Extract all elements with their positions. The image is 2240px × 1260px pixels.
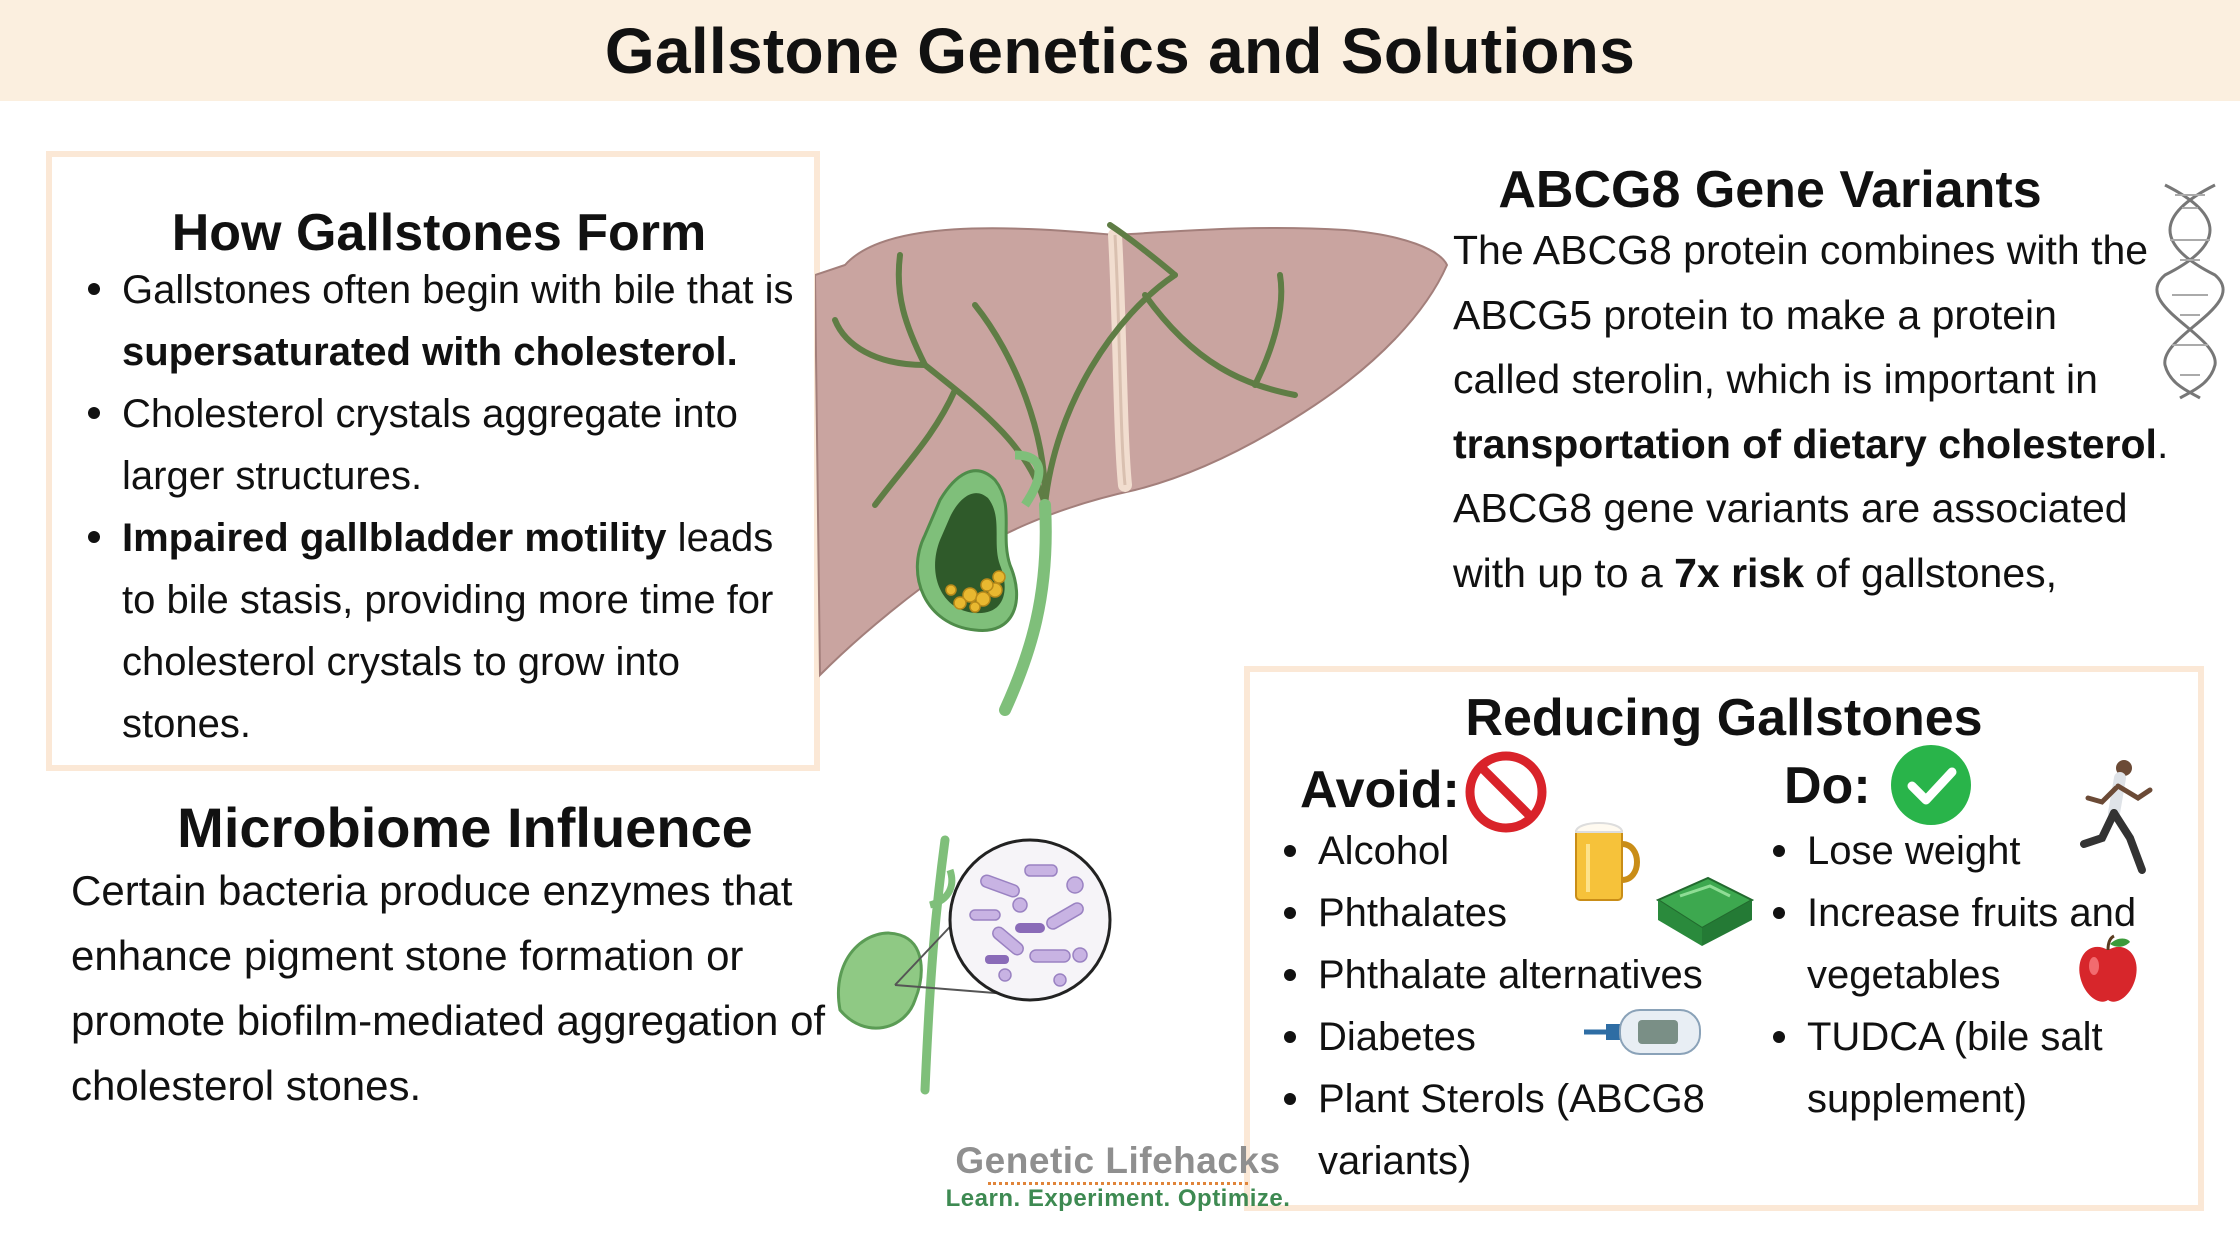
avoid-heading: Avoid:: [1300, 761, 1460, 819]
reducing-gallstones-title: Reducing Gallstones: [1465, 689, 1983, 747]
liver-gallbladder-illustration: [815, 222, 1449, 716]
avoid-item-diabetes: Diabetes: [1270, 1006, 1730, 1068]
abcg8-description: The ABCG8 protein combines with the ABCG…: [1453, 227, 2169, 596]
microbiome-title: Microbiome Influence: [177, 796, 753, 859]
page-title: Gallstone Genetics and Solutions: [604, 14, 1636, 87]
reducing-gallstones-panel: Reducing Gallstones Avoid: Do: Alcohol P…: [1244, 666, 2204, 1211]
brand-name: Genetic Lifehacks: [955, 1140, 1281, 1181]
brand-tagline: Learn. Experiment. Optimize.: [945, 1185, 1291, 1212]
glucose-meter-icon: [1584, 1009, 1701, 1055]
brand-divider: [988, 1182, 1248, 1185]
plastic-container-icon: [1655, 876, 1755, 946]
no-sign-icon: [1465, 751, 1547, 833]
do-heading: Do:: [1784, 757, 1871, 815]
do-item-lose-weight: Lose weight: [1759, 820, 2204, 882]
do-list: Lose weight Increase fruits and vegetabl…: [1759, 820, 2204, 1130]
avoid-item-alcohol: Alcohol: [1270, 820, 1730, 882]
avoid-item-plant-sterols: Plant Sterols (ABCG8 variants): [1270, 1068, 1730, 1192]
title-bar: Gallstone Genetics and Solutions: [0, 0, 2240, 101]
microbiome-description: Certain bacteria produce enzymes that en…: [71, 867, 826, 1109]
how-gallstones-form-title: How Gallstones Form: [171, 204, 707, 262]
avoid-item-phthalates: Phthalates: [1270, 882, 1730, 944]
beer-mug-icon: [1574, 822, 1640, 901]
do-item-fruits-vegetables: Increase fruits and vegetables: [1759, 882, 2204, 1006]
how-gallstones-form-panel: How Gallstones Form Gallstones often beg…: [46, 151, 820, 771]
avoid-list: Alcohol Phthalates Phthalate alternative…: [1270, 820, 1730, 1192]
brand-logo: Genetic Lifehacks Learn. Experiment. Opt…: [918, 1140, 1318, 1213]
avoid-item-phthalate-alternatives: Phthalate alternatives: [1270, 944, 1730, 1006]
list-item: Impaired gallbladder motility leads to b…: [74, 507, 814, 755]
abcg8-title: ABCG8 Gene Variants: [1498, 161, 2042, 219]
do-item-tudca: TUDCA (bile salt supplement): [1759, 1006, 2204, 1130]
running-person-icon: [2080, 760, 2153, 874]
how-gallstones-form-list: Gallstones often begin with bile that is…: [74, 259, 814, 755]
check-icon: [1891, 745, 1971, 825]
dna-helix-icon: [2155, 183, 2225, 400]
apple-icon: [2079, 934, 2137, 1002]
gallbladder-bacteria-illustration: [837, 835, 1112, 1095]
list-item: Cholesterol crystals aggregate into larg…: [74, 383, 814, 507]
list-item: Gallstones often begin with bile that is…: [74, 259, 814, 383]
